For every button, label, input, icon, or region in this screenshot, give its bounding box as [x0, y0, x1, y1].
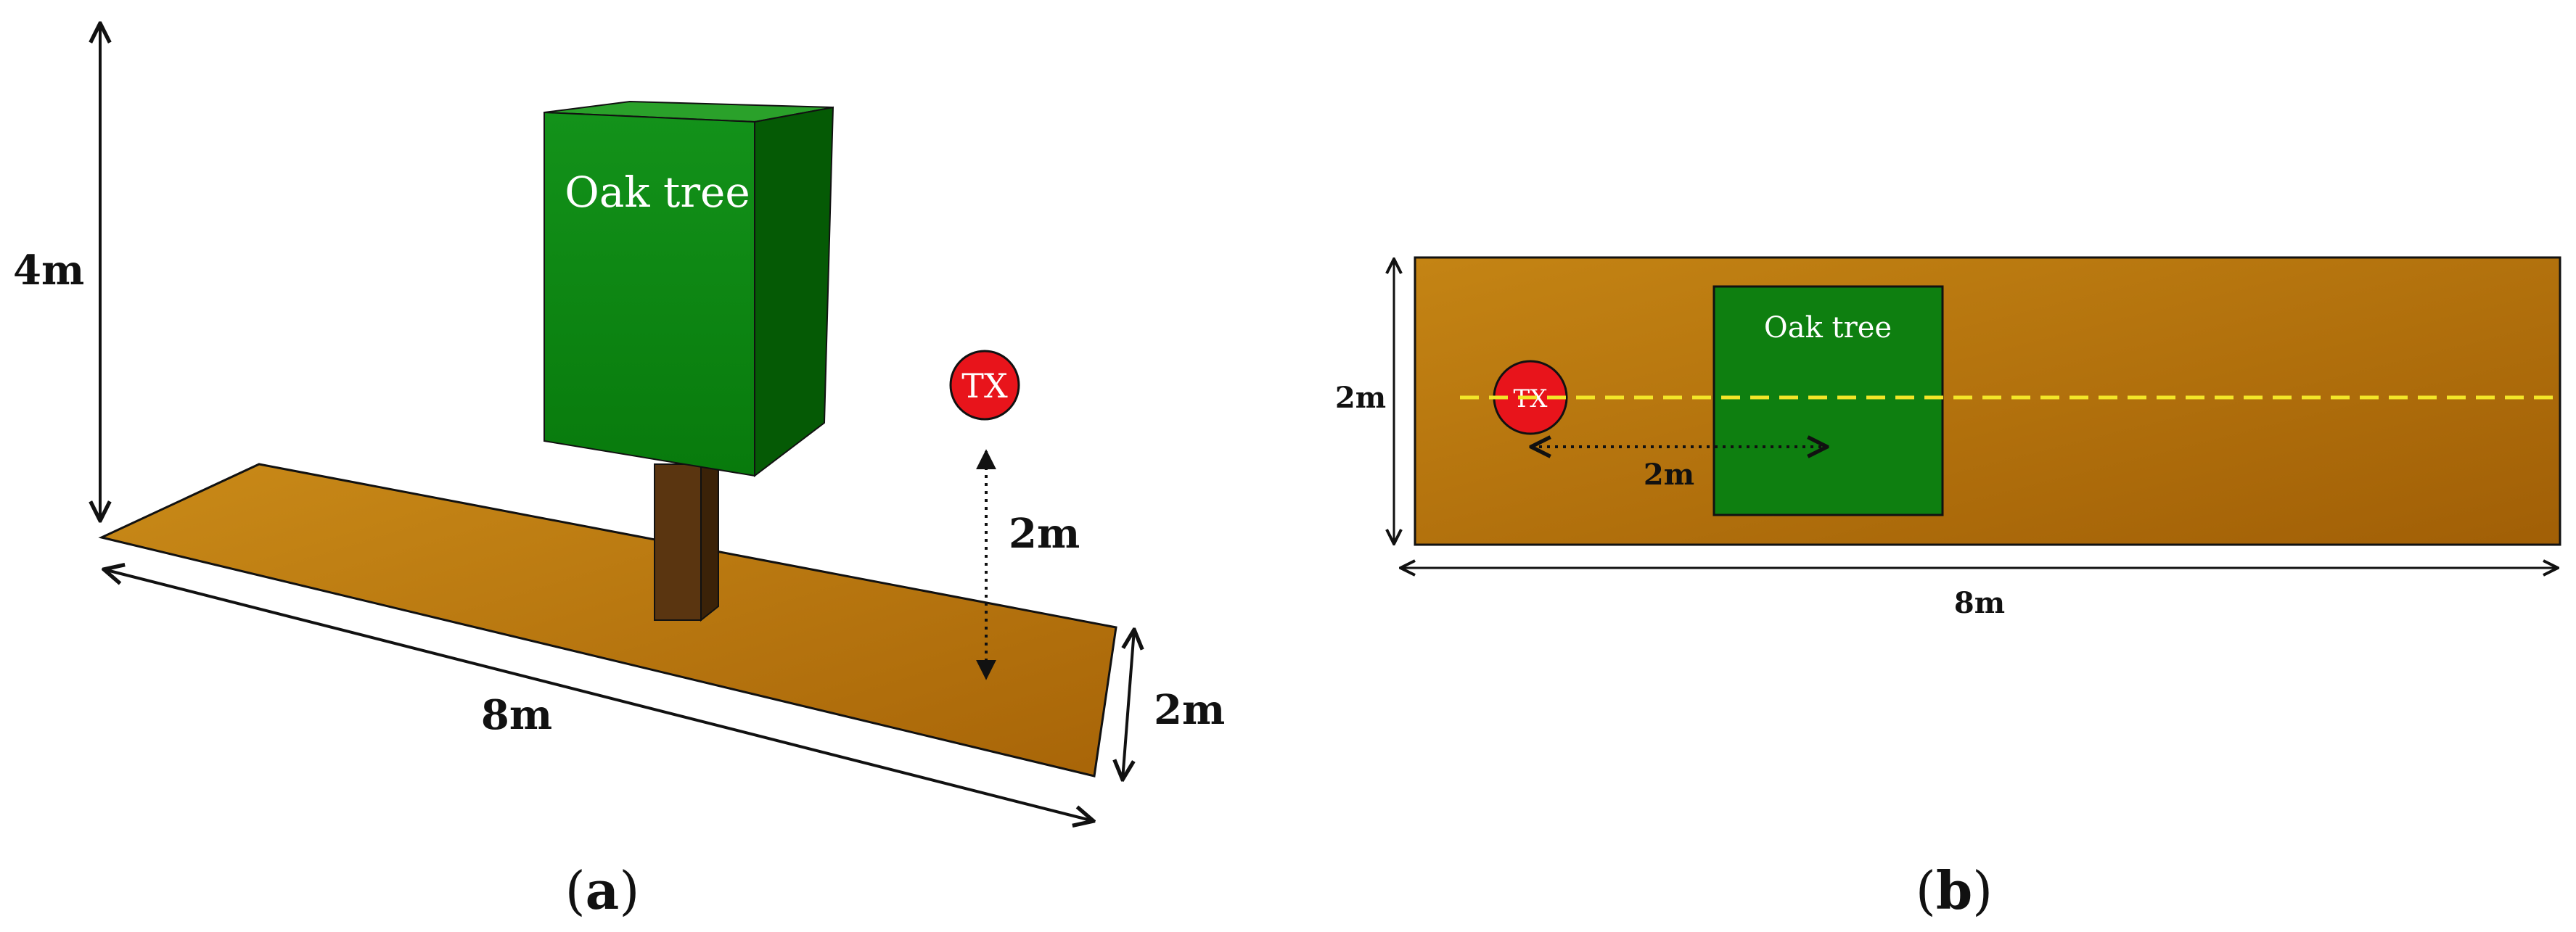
trunk-side [700, 451, 719, 622]
panel-a: Oak tree TX 2m 4m 8m 2m (a) [13, 23, 1225, 921]
tx-label-a: TX [961, 366, 1008, 405]
length-label-b: 8m [1954, 586, 2005, 620]
tree-label-a: Oak tree [565, 168, 750, 217]
panel-b: Oak tree TX 2m 2m 8m (b) [1335, 256, 2561, 921]
width-label-a: 2m [1154, 686, 1225, 734]
ground-slab-b [1414, 256, 2561, 546]
tx-height-label-a: 2m [1009, 510, 1080, 558]
foliage-front [543, 111, 755, 477]
width-label-b: 2m [1335, 381, 1386, 415]
distance-label-b: 2m [1644, 458, 1694, 492]
tx-marker-a [949, 350, 1020, 421]
caption-a: (a) [565, 859, 640, 921]
length-arrow-a [104, 569, 1094, 821]
height-label-a: 4m [13, 247, 84, 294]
caption-a-letter: a [586, 859, 620, 921]
tree-label-b: Oak tree [1764, 311, 1892, 345]
trunk-front [654, 463, 702, 621]
foliage-side [754, 106, 834, 478]
caption-b: (b) [1916, 859, 1993, 921]
tree-footprint-b [1712, 285, 1944, 516]
caption-b-letter: b [1936, 859, 1972, 921]
ground-slab-a [98, 463, 1117, 778]
width-arrow-a [1123, 630, 1134, 780]
length-label-a: 8m [481, 691, 552, 739]
